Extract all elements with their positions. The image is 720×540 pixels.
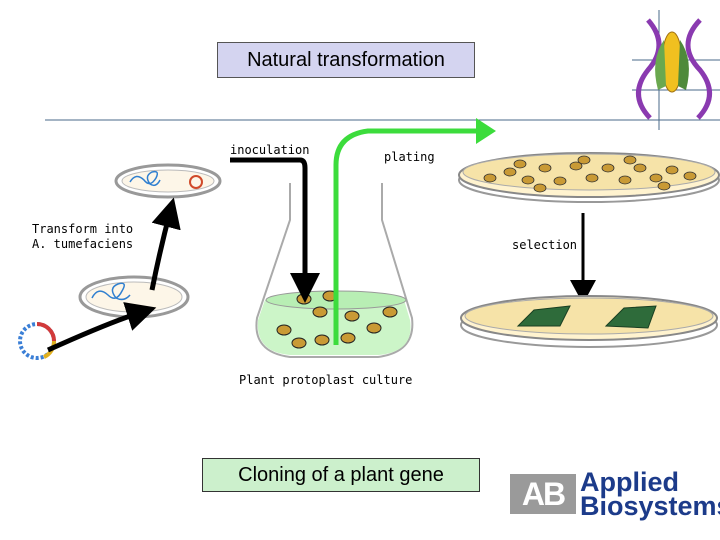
arrow-plasmid-to-cell	[46, 302, 157, 353]
logo-line1: Applied	[580, 467, 679, 497]
label-transform: Transform into A. tumefaciens	[32, 222, 133, 252]
label-transform-line2: A. tumefaciens	[32, 237, 134, 251]
label-inoculation: inoculation	[230, 143, 310, 157]
arrow-transform-up	[149, 197, 181, 291]
logo-line2: Biosystems	[580, 491, 720, 521]
bacterium-cell-bottom	[78, 275, 190, 319]
diagram-title: Natural transformation	[217, 42, 475, 78]
arrow-inoculation	[230, 157, 320, 303]
applied-biosystems-logo: AB Applied Biosystems	[510, 467, 720, 520]
label-culture: Plant protoplast culture	[239, 373, 413, 387]
bacterium-cell-top	[114, 163, 222, 199]
label-plating: plating	[384, 150, 435, 164]
corn-dna-illustration	[632, 10, 720, 130]
petri-dish-bottom	[460, 295, 718, 348]
label-selection: selection	[512, 238, 578, 252]
logo-mark: AB	[510, 474, 576, 514]
bottom-caption: Cloning of a plant gene	[202, 458, 480, 492]
plasmid-ring	[18, 322, 56, 360]
arrow-plating	[333, 128, 480, 345]
label-transform-line1: Transform into	[32, 222, 134, 236]
petri-dish-top	[458, 152, 720, 203]
